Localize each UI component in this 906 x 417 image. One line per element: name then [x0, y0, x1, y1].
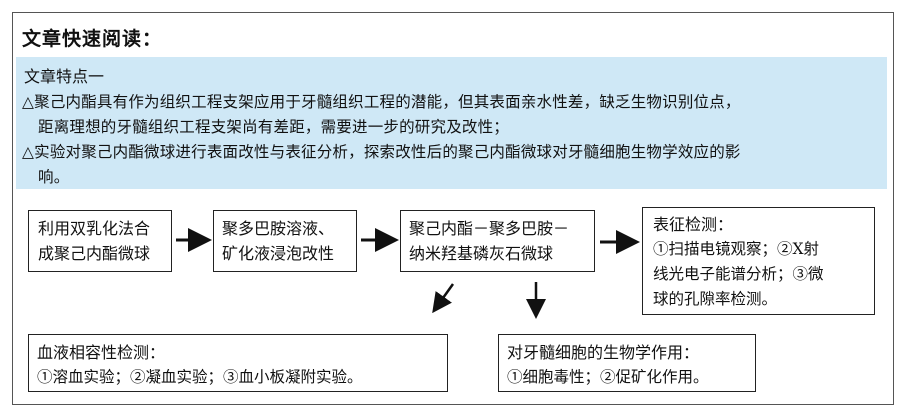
characterization-line-3: 球的孔隙率检测。	[653, 290, 778, 308]
characterization-box: 表征检测： ①扫描电镜观察；②X射 线光电子能谱分析；③微 球的孔隙率检测。	[642, 207, 875, 315]
features-panel: 文章特点一 △聚己内酯具有作为组织工程支架应用于牙髓组织工程的潜能，但其表面亲水…	[16, 57, 887, 189]
feature-line-4: 响。	[38, 168, 70, 186]
step-composite-line-1: 聚己内酯－聚多巴胺－	[409, 219, 570, 238]
characterization-line-2: 线光电子能谱分析；③微	[653, 265, 824, 283]
features-title: 文章特点一	[24, 67, 105, 86]
page-title: 文章快速阅读：	[22, 28, 163, 50]
step-synthesis-line-2: 成聚己内酯微球	[38, 244, 151, 263]
step-modification-line-1: 聚多巴胺溶液、	[222, 219, 335, 238]
blood-compatibility-title: 血液相容性检测：	[37, 343, 166, 362]
step-composite-box: 聚己内酯－聚多巴胺－ 纳米羟基磷灰石微球	[400, 210, 595, 272]
step-composite-line-2: 纳米羟基磷灰石微球	[409, 244, 554, 263]
feature-line-3: △实验对聚己内酯微球进行表面改性与表征分析，探索改性后的聚己内酯微球对牙髓细胞生…	[22, 143, 741, 161]
characterization-line-1: ①扫描电镜观察；②X射	[653, 240, 820, 258]
pulp-cell-effect-line: ①细胞毒性；②促矿化作用。	[507, 368, 709, 386]
blood-compatibility-box: 血液相容性检测： ①溶血实验；②凝血实验；③血小板凝附实验。	[28, 334, 448, 392]
pulp-cell-effect-title: 对牙髓细胞的生物学作用：	[507, 343, 700, 362]
arrow-down-left	[432, 283, 455, 314]
feature-line-1: △聚己内酯具有作为组织工程支架应用于牙髓组织工程的潜能，但其表面亲水性差，缺乏生…	[22, 93, 741, 111]
step-synthesis-line-1: 利用双乳化法合	[38, 219, 151, 238]
pulp-cell-effect-box: 对牙髓细胞的生物学作用： ①细胞毒性；②促矿化作用。	[498, 334, 756, 392]
feature-line-2: 距离理想的牙髓组织工程支架尚有差距，需要进一步的研究及改性；	[38, 118, 510, 136]
characterization-title: 表征检测：	[653, 215, 734, 234]
blood-compatibility-line: ①溶血实验；②凝血实验；③血小板凝附实验。	[37, 368, 363, 386]
step-synthesis-box: 利用双乳化法合 成聚己内酯微球	[28, 210, 172, 272]
step-modification-box: 聚多巴胺溶液、 矿化液浸泡改性	[213, 210, 357, 272]
step-modification-line-2: 矿化液浸泡改性	[222, 244, 335, 263]
